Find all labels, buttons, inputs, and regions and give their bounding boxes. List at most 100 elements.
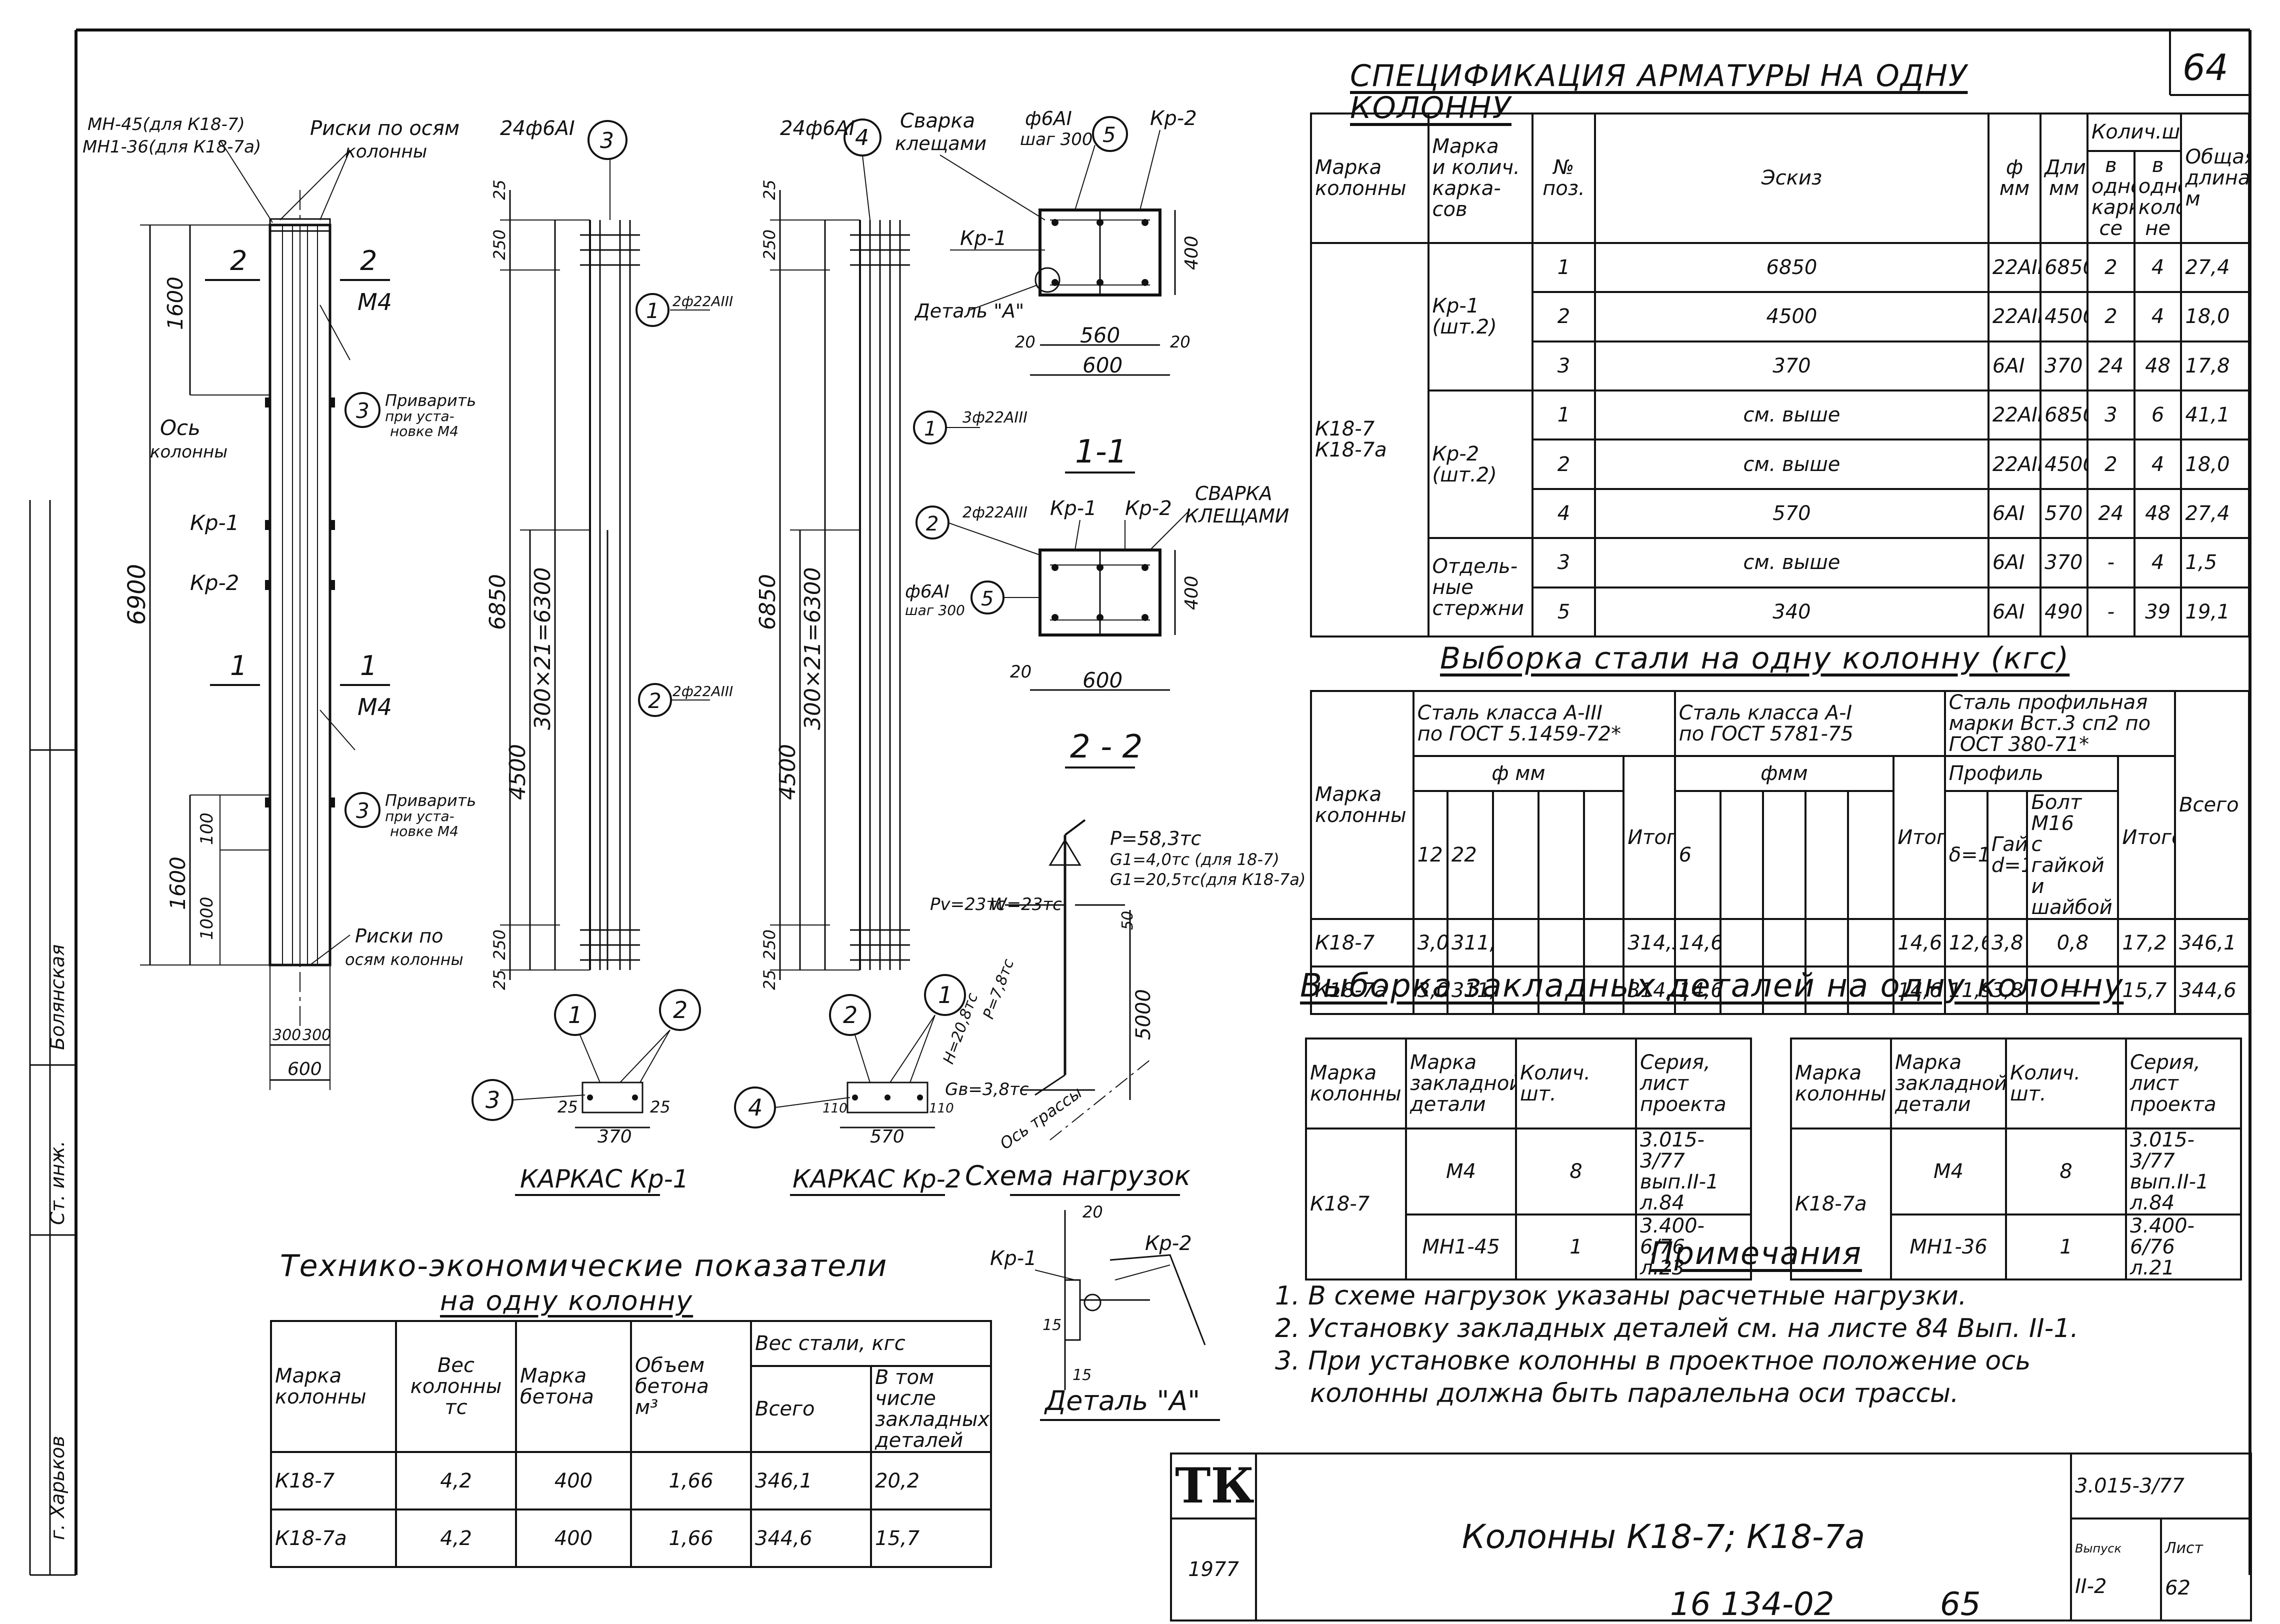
dim-4500-1: 4500 xyxy=(505,744,530,800)
steel-title: Выборка стали на одну колонну (кгс) xyxy=(1440,641,2070,676)
spec-r6-sketch: см. выше xyxy=(1594,537,1990,588)
spec-group-sep: Отдель- ные стержни xyxy=(1427,537,1534,638)
emb-r-h-qty: Колич. шт. xyxy=(2005,1038,2127,1130)
frame2-pos4: 4 xyxy=(748,1094,762,1121)
frame-sections xyxy=(472,974,966,1196)
tb-sheet: 62 xyxy=(2165,1576,2190,1600)
spec-r7-phi: 6АI xyxy=(1987,586,2042,638)
steel-h-blank-7 xyxy=(1847,790,1895,920)
tech-r0-concrete: 400 xyxy=(515,1451,632,1510)
side-label-city: г. Харьков xyxy=(46,1436,68,1540)
dim-1000: 1000 xyxy=(197,896,217,940)
spec-r6-total: 1,5 xyxy=(2180,537,2250,588)
position-2-kr1: 2 xyxy=(648,688,662,713)
section-2-left: 2 xyxy=(230,245,247,276)
steel-h-22: 22 xyxy=(1446,790,1494,920)
steel-h-blank-3 xyxy=(1582,790,1625,920)
s11-dim-20b: 20 xyxy=(1170,332,1190,352)
mark-mn1-45: МН-45(для К18-7) xyxy=(88,114,245,134)
steel-h-all: Всего xyxy=(2174,690,2250,920)
s22-dim-400: 400 xyxy=(1182,576,1202,610)
steel-r1-sum: 314,3 xyxy=(1622,966,1676,1015)
emb-l-r1-det: МН1-45 xyxy=(1405,1214,1517,1280)
spec-r5-b: 48 xyxy=(2133,488,2182,540)
dim-25-top-1: 25 xyxy=(490,180,509,200)
spec-r7-len: 490 xyxy=(2040,586,2088,638)
spec-r5-sketch: 570 xyxy=(1594,488,1990,540)
m4-top: М4 xyxy=(358,288,392,316)
section-1-1-title: 1-1 xyxy=(1075,434,1128,470)
spec-r4-phi: 22АIII xyxy=(1987,438,2042,490)
spec-title: СПЕЦИФИКАЦИЯ АРМАТУРЫ НА ОДНУ КОЛОННУ xyxy=(1350,58,1968,126)
spec-r6-pos: 3 xyxy=(1531,537,1596,588)
spec-h-phi: ф мм xyxy=(1987,112,2042,244)
dim-300-right: 300 xyxy=(302,1026,331,1044)
bar-2f22-label-c: 2ф22АIII xyxy=(962,504,1028,522)
emb-l-mark: К18-7 xyxy=(1305,1128,1407,1280)
steel-r0-c22: 311,3 xyxy=(1446,918,1494,968)
dim-6850-2: 6850 xyxy=(755,574,780,630)
spec-r7-sketch: 340 xyxy=(1594,586,1990,638)
tb-series: 3.015-3/77 xyxy=(2070,1452,2252,1520)
spec-r0-b: 4 xyxy=(2133,242,2182,294)
load-pv: Рv=23тс xyxy=(930,894,1006,914)
dim-300-left: 300 xyxy=(272,1026,301,1044)
spec-r0-len: 6850 xyxy=(2040,242,2088,294)
load-p2: Р=7,8тс xyxy=(980,956,1018,1022)
bar-f6-label: ф6АI xyxy=(1025,108,1072,130)
spec-col-mark: К18-7 К18-7а xyxy=(1310,242,1430,638)
sheet-number: 64 xyxy=(2182,46,2228,88)
spec-r4-total: 18,0 xyxy=(2180,438,2250,490)
steel-r1-sum3: 15,7 xyxy=(2117,966,2176,1015)
spec-group-kr2: Кр-2 (шт.2) xyxy=(1427,389,1534,540)
steel-h-d10: δ=10 xyxy=(1944,790,1988,920)
emb-l-h-det: Марка закладной детали xyxy=(1405,1038,1517,1130)
spec-r7-pos: 5 xyxy=(1531,586,1596,638)
weld-note-top-2: при уста- xyxy=(385,408,454,424)
position-1-kr1: 1 xyxy=(646,298,660,323)
emb-l-r1-qty: 1 xyxy=(1515,1214,1637,1280)
emb-l-h-qty: Колич. шт. xyxy=(1515,1038,1637,1130)
steel-h-12: 12 xyxy=(1412,790,1448,920)
bar-2f22-label: 2ф22АIII xyxy=(672,293,733,310)
steel-r0-nuts: 3,8 xyxy=(1986,918,2028,968)
frame1-pos3: 3 xyxy=(486,1086,500,1114)
spec-r4-b: 4 xyxy=(2133,438,2182,490)
emb-r-r1-det: МН1-36 xyxy=(1890,1214,2007,1280)
emb-r-h-series: Серия, лист проекта xyxy=(2125,1038,2242,1130)
tb-sheet-cell: Лист 62 xyxy=(2160,1518,2252,1622)
note-3: 3. При установке колонны в проектное пол… xyxy=(1275,1346,2031,1376)
dim-4500-2: 4500 xyxy=(775,744,800,800)
emb-l-r0-series: 3.015-3/77 вып.II-1 л.84 xyxy=(1635,1128,1752,1216)
spec-r2-b: 48 xyxy=(2133,340,2182,392)
notes-title: Примечания xyxy=(1650,1235,1862,1272)
steel-r1-blank-3 xyxy=(1582,966,1625,1015)
detail-a xyxy=(1034,1210,1220,1421)
weld-clamp-b: СВАРКА xyxy=(1195,482,1272,504)
tech-r1-mark: К18-7а xyxy=(270,1508,397,1568)
spec-r4-len: 4500 xyxy=(2040,438,2088,490)
frame1-dim-370: 370 xyxy=(598,1126,632,1147)
position-3-top: 3 xyxy=(356,398,370,423)
position-4-circle: 4 xyxy=(855,125,869,150)
m4-mid: М4 xyxy=(358,694,392,720)
emb-l-r1-series: 3.400-6/76 л.23 xyxy=(1635,1214,1752,1280)
steel-r0-blank-3 xyxy=(1582,918,1625,968)
section-1-1 xyxy=(913,116,1176,474)
spec-r5-total: 27,4 xyxy=(2180,488,2250,540)
load-50: 50 xyxy=(1119,911,1136,930)
tech-r0-incl: 20,2 xyxy=(870,1451,992,1510)
tb-logo: ТК xyxy=(1170,1452,1257,1520)
steel-r0-blank-6 xyxy=(1804,918,1850,968)
spec-r6-b: 4 xyxy=(2133,537,2182,588)
spec-r2-pos: 3 xyxy=(1531,340,1596,392)
dim-25-bottom-1: 25 xyxy=(490,970,509,990)
frame-kr1-title: КАРКАС Кр-1 xyxy=(520,1164,688,1194)
tech-r1-weight: 4,2 xyxy=(395,1508,517,1568)
frame2-dim-110b: 110 xyxy=(929,1101,954,1116)
steel-r1-sum2: 14,6 xyxy=(1892,966,1946,1015)
spec-r5-pos: 4 xyxy=(1531,488,1596,540)
steel-h-blank-1 xyxy=(1492,790,1540,920)
embedded-title: Выборка закладных деталей на одну колонн… xyxy=(1300,968,2124,1004)
